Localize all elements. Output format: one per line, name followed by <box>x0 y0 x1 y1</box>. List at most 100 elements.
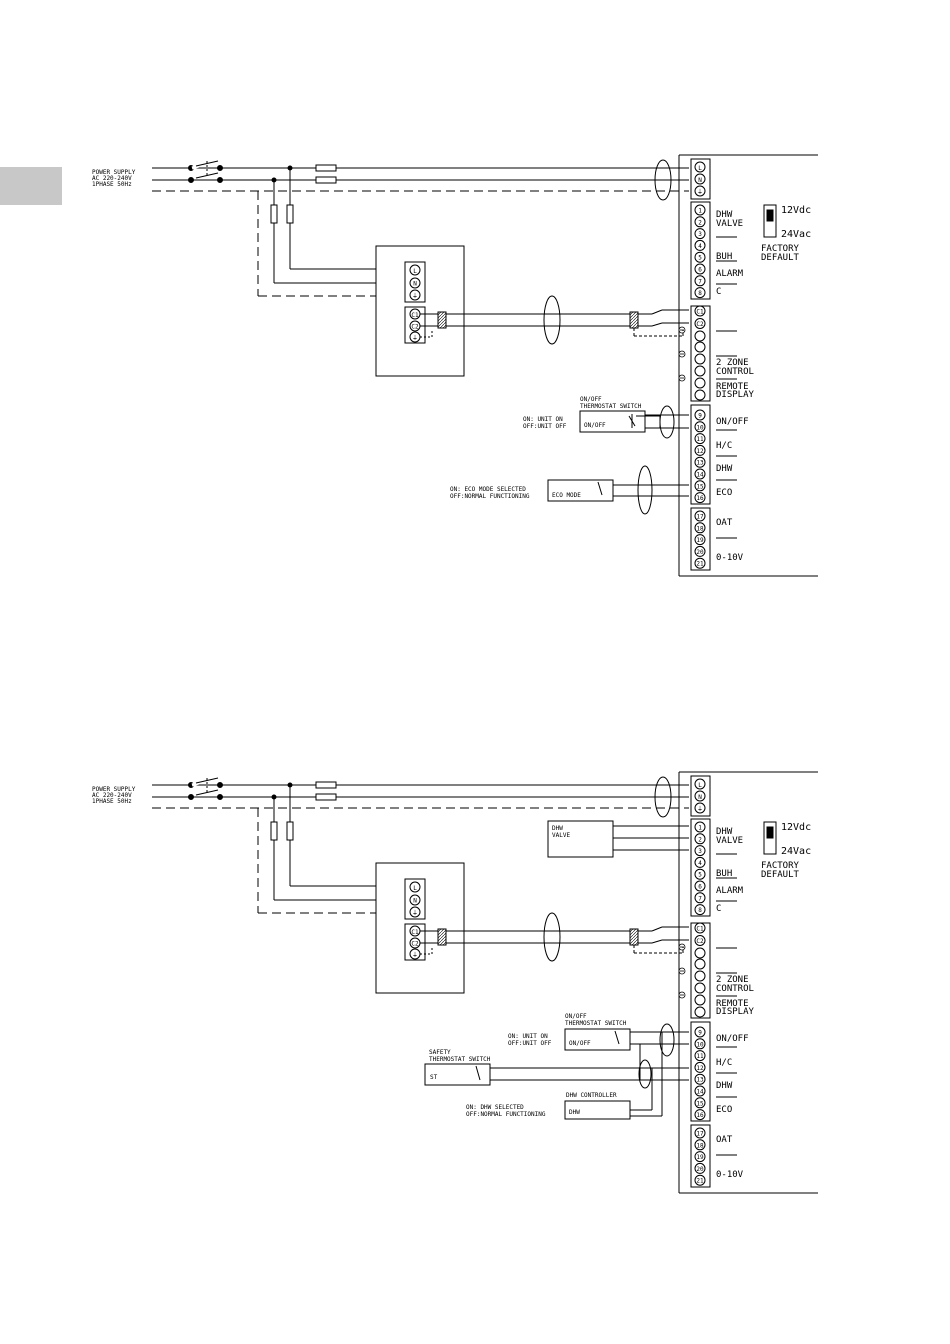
terminal-number: 1 <box>698 208 702 215</box>
on-off-label: ON/OFF <box>716 417 749 427</box>
factory-default-label: DEFAULT <box>761 253 800 263</box>
thermostat-box-label: ON/OFF <box>584 422 606 429</box>
factory-default-label: FACTORY <box>761 861 800 871</box>
terminal-circle <box>694 1061 706 1073</box>
terminal-circle <box>694 1038 706 1050</box>
power-supply-label: 1PHASE 50Hz <box>92 181 132 188</box>
indoor-comm-terminal-label: C2 <box>411 324 419 331</box>
thermostat-note: OFF:UNIT OFF <box>523 423 567 430</box>
thermostat-note: ON: UNIT ON <box>523 416 563 423</box>
dip-24v-label: 24Vac <box>781 846 811 857</box>
eco-note: ON: ECO MODE SELECTED <box>450 486 526 493</box>
oat-label: OAT <box>716 518 733 528</box>
terminal-number: 2 <box>698 836 702 843</box>
remote-display-label: DISPLAY <box>716 390 755 400</box>
eco-note: OFF:NORMAL FUNCTIONING <box>450 493 530 500</box>
terminal-circle <box>694 880 706 892</box>
terminal-circle <box>694 1085 706 1097</box>
indoor-terminal-label: L <box>413 885 417 892</box>
terminal-circle <box>694 935 706 946</box>
terminal-circle <box>694 318 706 329</box>
terminal-circle <box>694 1109 706 1121</box>
terminal-label: L <box>698 782 702 789</box>
terminal-number: 5 <box>698 255 702 262</box>
buh-label: BUH <box>716 252 732 262</box>
safety-title: SAFETY <box>429 1049 451 1056</box>
terminal-circle <box>694 287 706 299</box>
terminal-circle <box>694 1162 706 1174</box>
terminal-circle <box>694 845 706 857</box>
terminal-circle <box>694 1139 706 1151</box>
thermostat-title: THERMOSTAT SWITCH <box>565 1020 627 1027</box>
c-label: C <box>716 904 721 914</box>
terminal-number: 8 <box>698 290 702 297</box>
terminal-circle <box>694 802 706 814</box>
terminal-circle <box>694 833 706 845</box>
terminal-number: 19 <box>696 537 704 544</box>
terminal-number: 2 <box>698 219 702 226</box>
terminal-number: 11 <box>696 1053 704 1060</box>
terminal-circle <box>694 161 706 173</box>
terminal-circle <box>694 522 706 534</box>
terminal-circle <box>694 1073 706 1085</box>
terminal-number: 17 <box>696 1131 704 1138</box>
terminal-number: 12 <box>696 448 704 455</box>
dhw-valve-label: VALVE <box>716 836 743 846</box>
indoor-terminal-label: N <box>413 281 417 288</box>
indoor-terminal-label: N <box>413 898 417 905</box>
terminal-circle <box>694 185 706 197</box>
terminal-circle <box>694 239 706 251</box>
eco-label: ECO <box>716 488 732 498</box>
analog-input-label: 0-10V <box>716 553 744 563</box>
terminal-circle <box>694 534 706 546</box>
indoor-comm-terminal-label: C2 <box>411 941 419 948</box>
indoor-terminal-label: L <box>413 268 417 275</box>
factory-default-label: FACTORY <box>761 244 800 254</box>
terminal-label: N <box>698 177 702 184</box>
comm-terminal-label: C1 <box>696 309 704 316</box>
terminal-circle <box>694 216 706 228</box>
comm-terminal-label: C1 <box>696 926 704 933</box>
terminal-number: 13 <box>696 460 704 467</box>
terminal-number: 15 <box>696 483 704 490</box>
dhw-label: DHW <box>716 1081 733 1091</box>
h-c-label: H/C <box>716 1058 732 1068</box>
dip-24v-label: 24Vac <box>781 229 811 240</box>
indoor-comm-terminal-label: ⏚ <box>412 335 418 342</box>
dhw-label: DHW <box>716 464 733 474</box>
on-off-label: ON/OFF <box>716 1034 749 1044</box>
indoor-terminal-label: ⏚ <box>412 293 418 300</box>
terminal-circle <box>694 480 706 492</box>
terminal-number: 15 <box>696 1100 704 1107</box>
terminal-number: 14 <box>696 1089 704 1096</box>
dhw-valve-label: DHW <box>716 210 733 220</box>
terminal-number: 19 <box>696 1154 704 1161</box>
buh-label: BUH <box>716 869 732 879</box>
terminal-number: 7 <box>698 278 702 285</box>
terminal-number: 10 <box>696 1041 704 1048</box>
terminal-circle <box>694 204 706 216</box>
remote-display-label: REMOTE <box>716 999 749 1009</box>
factory-default-label: DEFAULT <box>761 870 800 880</box>
terminal-number: 4 <box>698 243 702 250</box>
c-label: C <box>716 287 721 297</box>
terminal-number: 9 <box>698 413 702 420</box>
terminal-circle <box>694 275 706 287</box>
analog-input-label: 0-10V <box>716 1170 744 1180</box>
terminal-number: 7 <box>698 895 702 902</box>
terminal-number: 11 <box>696 436 704 443</box>
terminal-circle <box>694 433 706 445</box>
thermostat-title: ON/OFF <box>580 396 602 403</box>
power-supply-label: POWER SUPPLY <box>92 169 136 176</box>
eco-box-label: ECO MODE <box>552 492 581 499</box>
terminal-circle <box>694 904 706 916</box>
zone-control-label: CONTROL <box>716 367 754 377</box>
dip-12v-label: 12Vdc <box>781 205 811 216</box>
terminal-circle <box>694 228 706 240</box>
indoor-comm-terminal-label: ⏚ <box>412 952 418 959</box>
remote-display-label: DISPLAY <box>716 1007 755 1017</box>
terminal-circle <box>694 305 706 317</box>
dhw-controller-box-label: DHW <box>569 1109 580 1116</box>
terminal-circle <box>694 778 706 790</box>
